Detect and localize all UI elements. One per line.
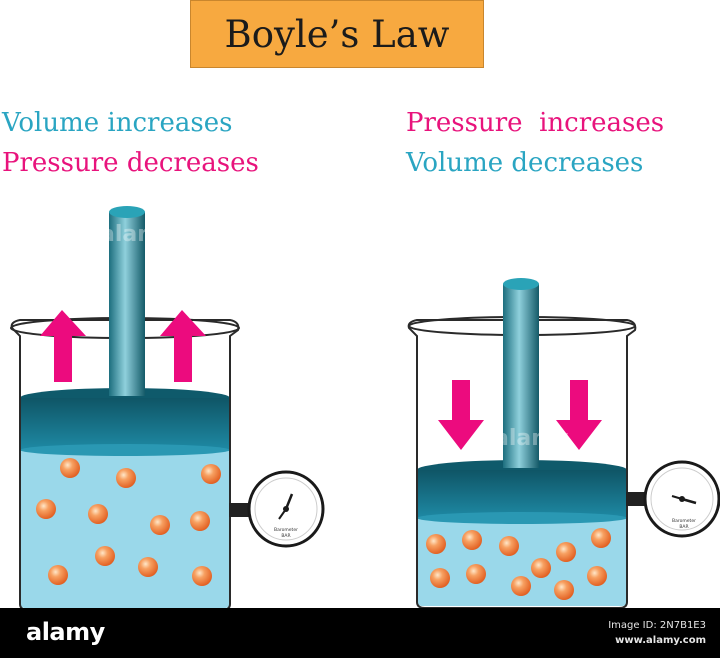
particle [150, 515, 170, 535]
right-piston-body [417, 470, 627, 518]
watermark-text: alamy [494, 426, 569, 451]
left-arrow-up-1 [40, 310, 86, 382]
footer-image-info: Image ID: 2N7B1E3 www.alamy.com [608, 618, 706, 648]
left-gauge-label-2: BAR [281, 533, 290, 539]
right-piston-rod [503, 278, 539, 468]
particle [466, 564, 486, 584]
left-caption-volume: Volume increases [2, 108, 233, 138]
footer-url[interactable]: www.alamy.com [615, 635, 706, 646]
left-particles [36, 458, 221, 586]
particle [430, 568, 450, 588]
particle [48, 565, 68, 585]
particle [462, 530, 482, 550]
particle [556, 542, 576, 562]
particle [511, 576, 531, 596]
particle [587, 566, 607, 586]
right-arrow-down-2 [556, 380, 602, 450]
particle [60, 458, 80, 478]
right-caption-volume: Volume decreases [406, 148, 644, 178]
left-barometer-gauge: Barometer BAR [229, 470, 325, 548]
particle [192, 566, 212, 586]
right-gauge-label-1: Barometer [672, 518, 696, 524]
left-beaker [10, 317, 240, 611]
particle [138, 557, 158, 577]
particle [426, 534, 446, 554]
particle [190, 511, 210, 531]
right-barometer-gauge: Barometer BAR [626, 460, 720, 538]
title-banner: Boyle’s Law [190, 0, 484, 68]
particle [88, 504, 108, 524]
image-id: Image ID: 2N7B1E3 [608, 620, 706, 631]
left-piston-body [20, 398, 230, 450]
particle [201, 464, 221, 484]
left-arrow-up-2 [160, 310, 206, 382]
left-caption-pressure: Pressure decreases [2, 148, 259, 178]
left-gauge-label-1: Barometer [274, 527, 298, 533]
right-beaker-outline [407, 319, 637, 609]
page-title: Boyle’s Law [224, 12, 450, 56]
particle [95, 546, 115, 566]
left-piston-rod [109, 206, 145, 396]
particle [36, 499, 56, 519]
particle [116, 468, 136, 488]
right-arrow-down-1 [438, 380, 484, 450]
alamy-logo[interactable]: alamy [26, 618, 105, 646]
right-particles [426, 528, 611, 600]
particle [499, 536, 519, 556]
right-gauge-label-2: BAR [679, 524, 688, 530]
footer-bar: alamy Image ID: 2N7B1E3 www.alamy.com [0, 608, 720, 658]
particle [554, 580, 574, 600]
particle [531, 558, 551, 578]
right-caption-pressure: Pressure increases [406, 108, 665, 138]
particle [591, 528, 611, 548]
watermark-text: alamy [100, 222, 175, 247]
